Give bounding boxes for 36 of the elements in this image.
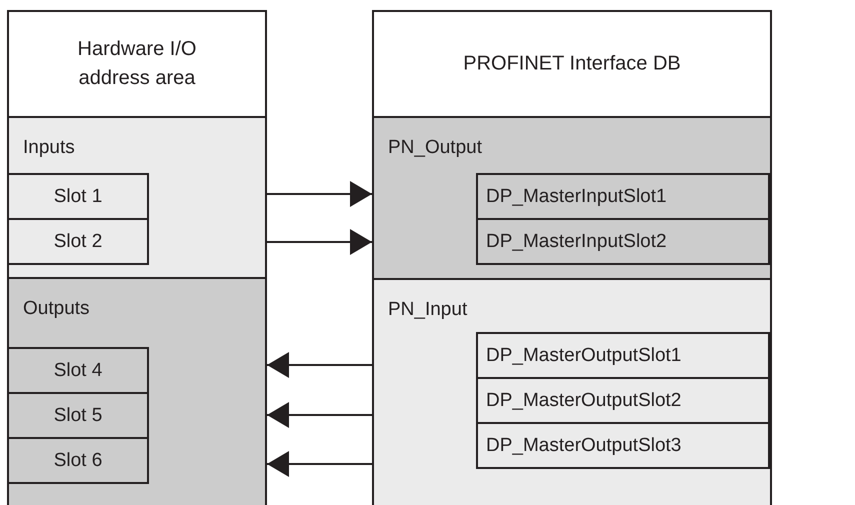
arrow <box>267 229 372 255</box>
header-box <box>7 10 267 118</box>
slot-label: DP_MasterOutputSlot1 <box>486 344 682 367</box>
slot-box <box>7 437 149 484</box>
section-panel <box>7 116 267 279</box>
slot-label: DP_MasterOutputSlot3 <box>486 434 682 457</box>
slot-label: Slot 6 <box>52 449 104 472</box>
section-heading: PN_Input <box>388 298 468 321</box>
slot-box <box>476 218 770 265</box>
section-panel <box>372 116 772 280</box>
slot-box <box>476 332 770 379</box>
slot-box <box>476 173 770 220</box>
slot-box <box>7 173 149 220</box>
arrow <box>267 451 372 477</box>
slot-label: DP_MasterInputSlot2 <box>486 230 668 253</box>
arrow <box>267 352 372 378</box>
slot-box <box>476 377 770 424</box>
section-heading: PN_Output <box>388 136 482 159</box>
header-title: Hardware I/O address area <box>76 37 198 91</box>
slot-label: Slot 1 <box>52 185 104 208</box>
slot-label: DP_MasterOutputSlot2 <box>486 389 682 412</box>
slot-box <box>476 422 770 469</box>
slot-label: Slot 4 <box>52 359 104 382</box>
slot-label: Slot 2 <box>52 230 104 253</box>
section-panel <box>7 277 267 505</box>
header-title: PROFINET Interface DB <box>462 52 682 76</box>
slot-box <box>7 347 149 394</box>
slot-label: Slot 5 <box>52 404 104 427</box>
arrow <box>267 181 372 207</box>
section-heading: Inputs <box>23 136 75 159</box>
section-heading: Outputs <box>23 297 90 320</box>
section-panel <box>372 278 772 505</box>
slot-label: DP_MasterInputSlot1 <box>486 185 668 208</box>
arrow <box>267 402 372 428</box>
slot-box <box>7 218 149 265</box>
header-box <box>372 10 772 118</box>
